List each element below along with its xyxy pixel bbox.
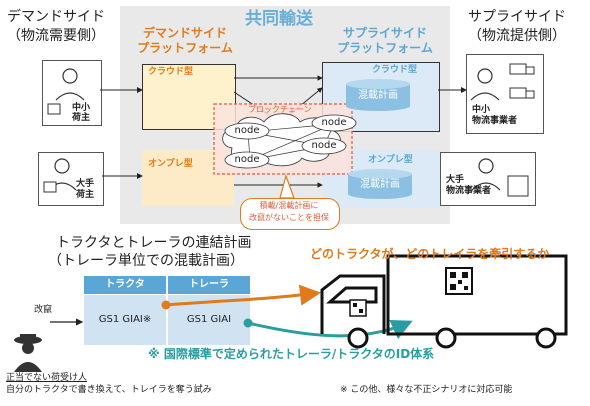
supply-cloud-label: クラウド型	[372, 65, 418, 75]
demand-onprem-label: オンプレ型	[148, 159, 193, 169]
small-shipper-label-line2: 荷主	[72, 113, 91, 123]
shared-transport-title: 共同輸送	[245, 9, 313, 29]
large-carrier-label-line2: 物流事業者	[446, 186, 492, 196]
demand-platform-title-line2: プラットフォーム	[137, 41, 233, 55]
node-label: node	[321, 117, 347, 128]
large-shipper-label-line2: 荷主	[76, 190, 95, 200]
blockchain-callout	[240, 198, 340, 230]
node-label: node	[234, 154, 260, 165]
demand-platform-title-line1: デマンドサイド	[142, 26, 227, 40]
plan-question: どのトラクタが、どのトレイラを牽引するか	[310, 247, 550, 261]
blockchain-callout-line2: 改竄がないことを担保	[249, 213, 329, 222]
large-shipper-box	[38, 152, 104, 206]
supply-side-subtitle: （物流提供側）	[468, 28, 566, 44]
scenario-note: ※ この他、様々な不正シナリオに対応可能	[340, 385, 513, 395]
tamper-label: 改竄	[34, 305, 53, 315]
blockchain-label: ブロックチェーン	[248, 105, 312, 114]
small-carrier-label-line2: 物流事業者	[472, 116, 518, 126]
blockchain-callout-line1: 積載/混載計画に	[259, 201, 319, 210]
plan-title-line2: （トレーラ単位での混載計画）	[48, 253, 244, 269]
supply-side-title: サプライサイド	[468, 9, 566, 25]
supply-cloud-planning-label: 混載計画	[358, 90, 398, 101]
large-carrier-label-line1: 大手	[446, 175, 465, 185]
table-header-trailer: トレーラ	[189, 279, 229, 290]
node-label: node	[311, 140, 337, 151]
supply-onprem-planning-label: 混載計画	[360, 179, 400, 190]
node-label: node	[234, 125, 260, 136]
supply-onprem-label: オンプレ型	[368, 155, 413, 165]
large-shipper-label-line1: 大手	[76, 179, 95, 189]
attacker-title: 正当でない荷受け人	[6, 373, 88, 383]
demand-cloud-label: クラウド型	[148, 67, 194, 77]
id-system-note: ※ 国際標準で定められたトレーラ/トラクタのID体系	[148, 347, 435, 361]
small-shipper-label-line1: 中小	[72, 103, 91, 113]
attacker-description: 自分のトラクタで書き換えて、トレイラを奪う試み	[6, 385, 212, 395]
plan-title-line1: トラクタとトレーラの連結計画	[56, 235, 252, 251]
table-header-tractor: トラクタ	[105, 279, 145, 290]
demand-side-title: デマンドサイド	[7, 9, 105, 25]
demand-side-subtitle: （物流需要側）	[7, 28, 105, 44]
small-carrier-label-line1: 中小	[472, 105, 491, 115]
supply-platform-title-line2: プラットフォーム	[337, 41, 433, 55]
table-cell-trailer: GS1 GIAI	[186, 314, 232, 325]
table-cell-tractor: GS1 GIAI※	[98, 314, 152, 325]
supply-platform-title-line1: サプライサイド	[342, 26, 427, 40]
